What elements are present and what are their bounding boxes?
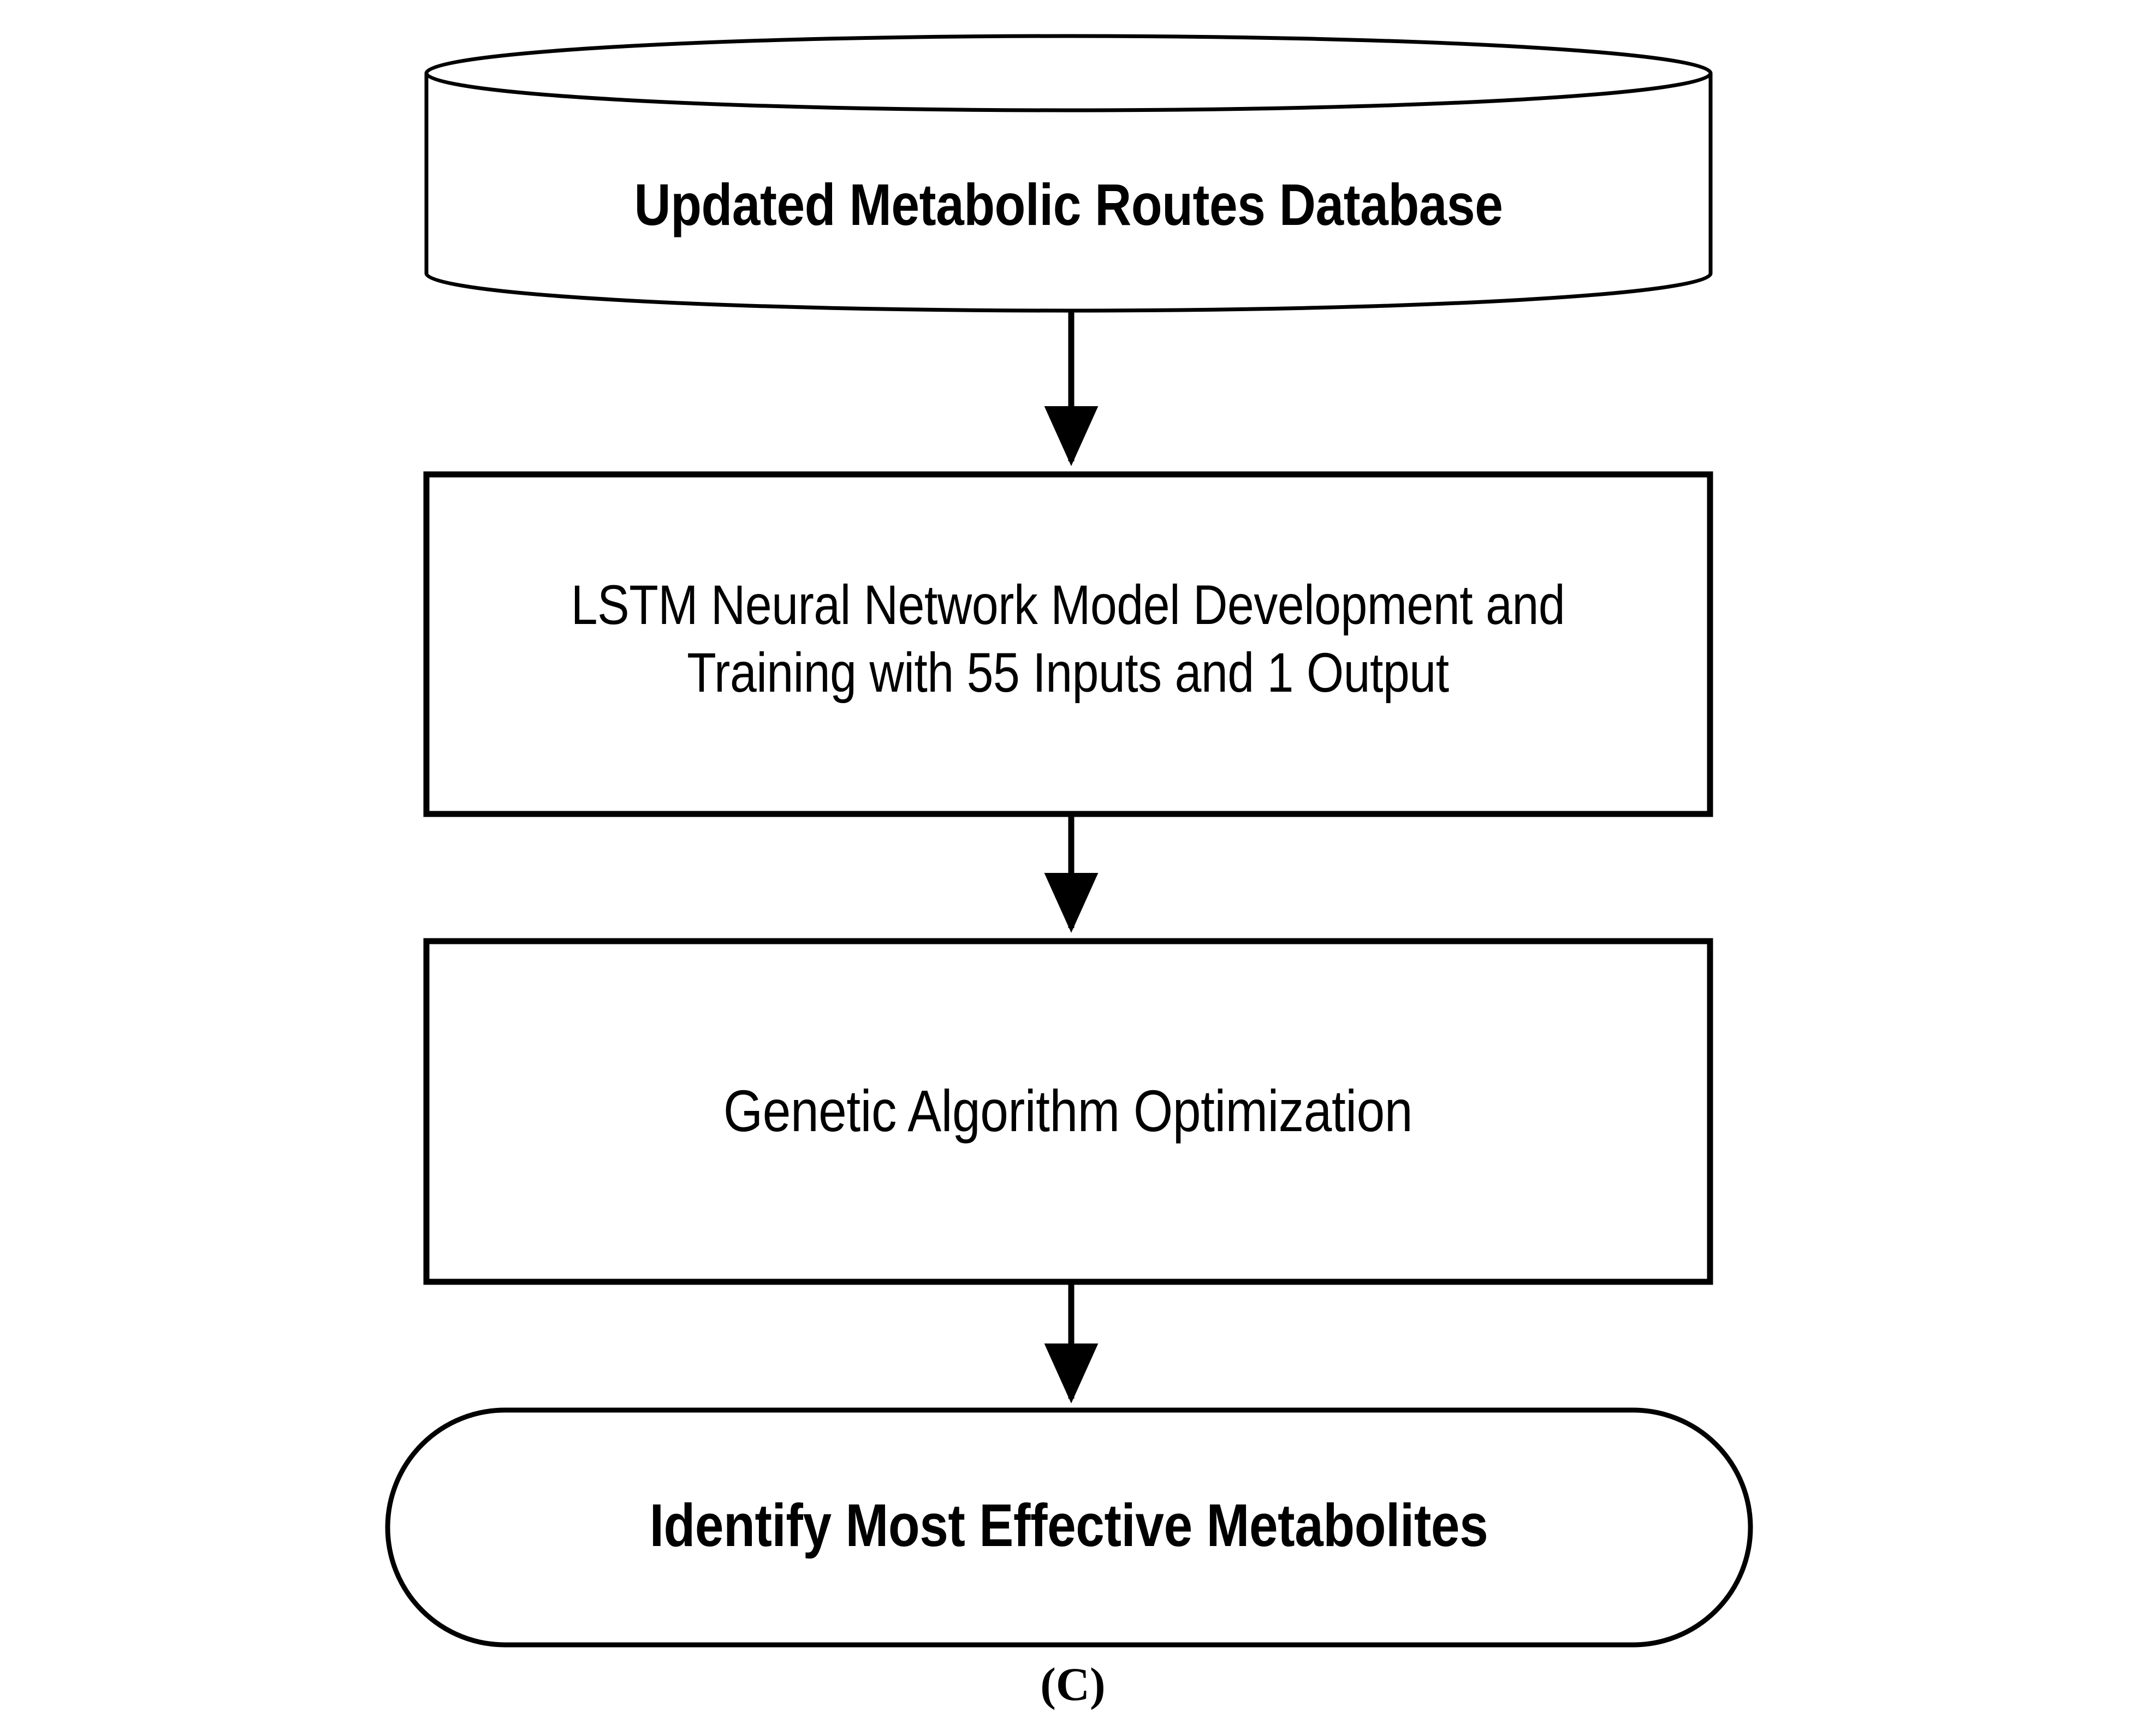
node-lstm-label: LSTM Neural Network Model Development an… [571, 573, 1565, 704]
node-database-shape [424, 34, 1713, 313]
node-database-label: Updated Metabolic Routes Database [634, 171, 1503, 238]
node-genetic-algorithm-label: Genetic Algorithm Optimization [723, 1078, 1413, 1144]
node-identify-shape [385, 1407, 1753, 1648]
figure-caption: (C) [1040, 1658, 1106, 1710]
node-identify-label: Identify Most Effective Metabolites [649, 1491, 1488, 1559]
node-lstm-shape [423, 471, 1713, 817]
node-genetic-algorithm-shape [423, 938, 1713, 1285]
